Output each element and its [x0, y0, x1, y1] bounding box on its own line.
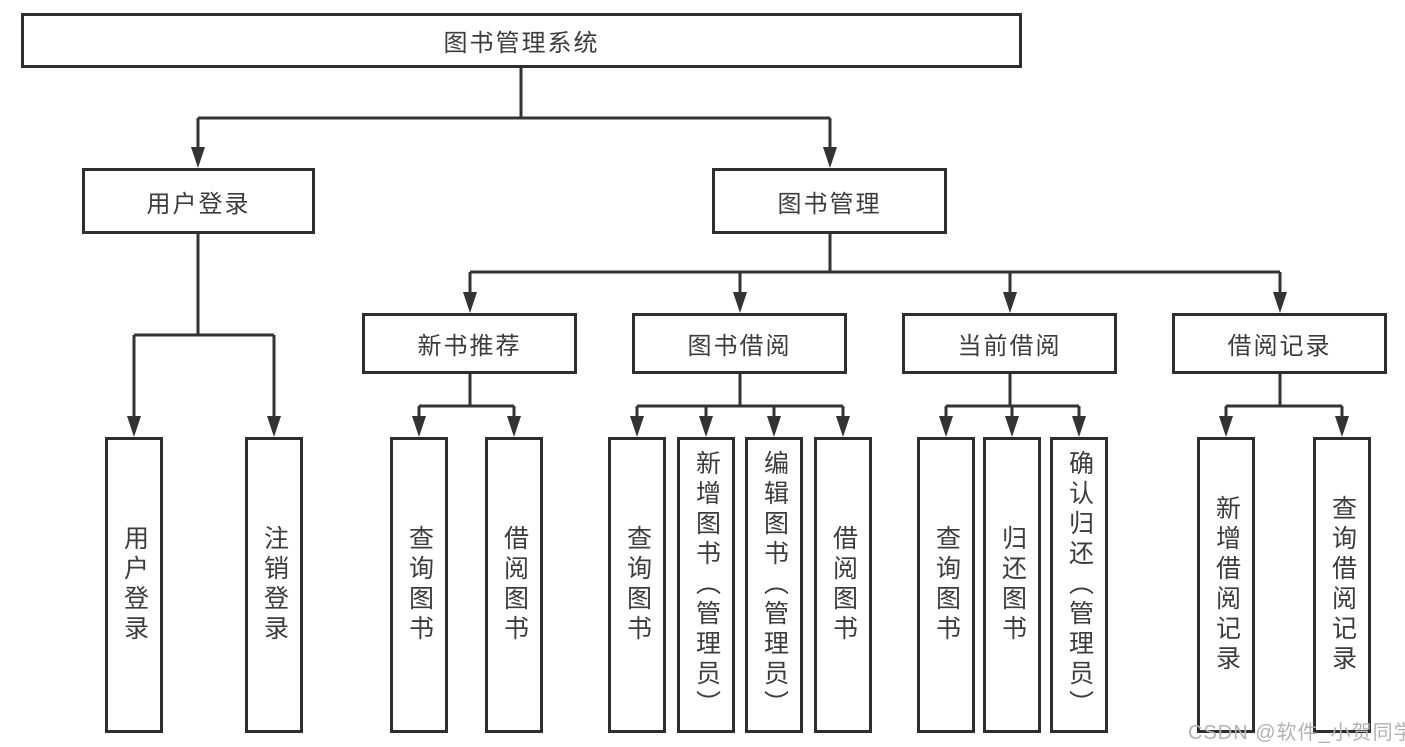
arrowheads [127, 147, 1349, 437]
node-leaf-cb-return-books-label: 归还图书 [998, 525, 1027, 645]
arrowhead [1072, 416, 1086, 437]
connector-user-login [132, 234, 276, 430]
arrowhead [823, 147, 837, 168]
node-borrow-records: 借阅记录 [1172, 313, 1387, 374]
arrowhead [767, 416, 781, 437]
arrowhead [463, 292, 477, 313]
node-leaf-rec-query-books: 查询图书 [390, 437, 448, 733]
node-new-book-rec-label: 新书推荐 [417, 333, 522, 360]
node-leaf-cb-confirm-return-admin-label: 确认归还（管理员） [1065, 450, 1094, 720]
node-current-borrow-label: 当前借阅 [957, 333, 1062, 360]
arrowhead [939, 416, 953, 437]
connector-new-book-rec [417, 374, 516, 430]
node-leaf-bb-query-books-label: 查询图书 [623, 525, 652, 645]
arrowhead [412, 416, 426, 437]
arrowhead [733, 292, 747, 313]
node-borrow-records-label: 借阅记录 [1227, 333, 1332, 360]
node-book-mgmt-label: 图书管理 [777, 190, 882, 218]
arrowhead [630, 416, 644, 437]
node-user-login-label: 用户登录 [146, 190, 251, 218]
arrowhead [699, 416, 713, 437]
arrowhead [1335, 416, 1349, 437]
arrowhead [1003, 292, 1017, 313]
arrowhead [127, 416, 141, 437]
node-leaf-cb-return-books: 归还图书 [983, 437, 1041, 733]
node-leaf-bb-add-books-admin-label: 新增图书（管理员） [692, 450, 721, 720]
node-leaf-bb-edit-books-admin-label: 编辑图书（管理员） [760, 450, 789, 720]
connector-root [196, 68, 832, 160]
connector-paths [132, 68, 1344, 430]
node-leaf-bb-borrow-books-label: 借阅图书 [829, 525, 858, 645]
node-leaf-rec-borrow-books-label: 借阅图书 [500, 525, 529, 645]
node-leaf-bb-query-books: 查询图书 [608, 437, 666, 733]
node-leaf-bb-add-books-admin: 新增图书（管理员） [677, 437, 735, 733]
node-leaf-br-add-record-label: 新增借阅记录 [1212, 495, 1241, 675]
watermark: CSDN @软件_小贺同学 [1188, 722, 1405, 744]
arrowhead [267, 416, 281, 437]
node-root: 图书管理系统 [21, 13, 1022, 68]
node-leaf-cb-confirm-return-admin: 确认归还（管理员） [1050, 437, 1108, 733]
node-root-label: 图书管理系统 [443, 30, 600, 57]
arrowhead [191, 147, 205, 168]
node-leaf-bb-borrow-books: 借阅图书 [814, 437, 872, 733]
node-book-borrow-label: 图书借阅 [687, 333, 792, 360]
node-new-book-rec: 新书推荐 [362, 313, 577, 374]
node-book-mgmt: 图书管理 [712, 168, 947, 234]
node-book-borrow: 图书借阅 [632, 313, 847, 374]
connector-book-borrow [635, 374, 845, 430]
connector-borrow-records [1224, 374, 1344, 430]
node-current-borrow: 当前借阅 [902, 313, 1117, 374]
arrowhead [1273, 292, 1287, 313]
node-leaf-cb-query-books-label: 查询图书 [932, 525, 961, 645]
node-leaf-bb-edit-books-admin: 编辑图书（管理员） [745, 437, 803, 733]
arrowhead [1219, 416, 1233, 437]
node-leaf-br-query-record-label: 查询借阅记录 [1328, 495, 1357, 675]
connector-book-mgmt [468, 234, 1282, 306]
arrowhead [836, 416, 850, 437]
node-leaf-br-query-record: 查询借阅记录 [1313, 437, 1371, 733]
node-leaf-cb-query-books: 查询图书 [917, 437, 975, 733]
node-leaf-logout: 注销登录 [245, 437, 303, 733]
arrowhead [1005, 416, 1019, 437]
node-leaf-rec-borrow-books: 借阅图书 [485, 437, 543, 733]
node-leaf-user-login-label: 用户登录 [120, 525, 149, 645]
node-leaf-br-add-record: 新增借阅记录 [1197, 437, 1255, 733]
node-leaf-logout-label: 注销登录 [260, 525, 289, 645]
node-leaf-rec-query-books-label: 查询图书 [405, 525, 434, 645]
arrowhead [507, 416, 521, 437]
node-user-login: 用户登录 [82, 168, 315, 234]
node-leaf-user-login: 用户登录 [105, 437, 163, 733]
